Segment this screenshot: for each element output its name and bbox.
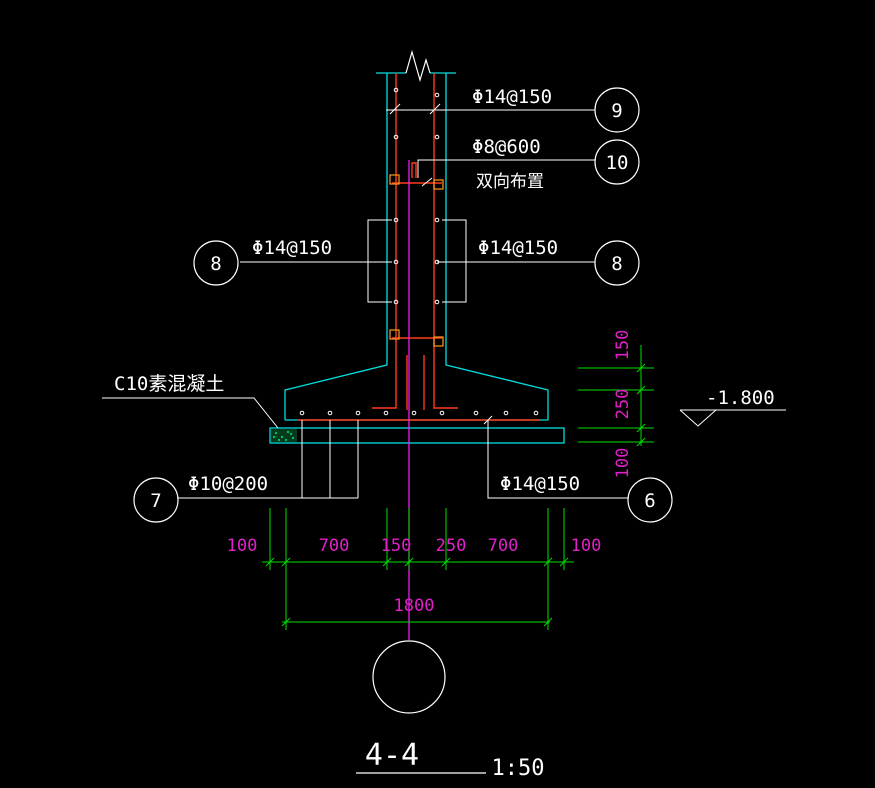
dim-v-250: 250 [613, 389, 633, 420]
section-scale: 1:50 [492, 756, 545, 781]
dim-h-250: 250 [436, 536, 467, 556]
wall-right-face [445, 73, 549, 420]
callout-7 [133, 477, 179, 523]
c10-cushion [269, 427, 565, 444]
dim-h-700-right: 700 [488, 536, 519, 556]
dim-h-total: 1800 [394, 596, 435, 616]
dim-v-150: 150 [613, 330, 633, 361]
section-marker-circle [372, 640, 446, 714]
rebar-label-tie: Φ8@600 [472, 136, 541, 158]
rebar-tie-note: 双向布置 [476, 172, 544, 192]
section-title: 4-4 [365, 738, 419, 773]
vertical-dimensions [578, 345, 654, 447]
callout-8-left-text: 8 [210, 253, 221, 275]
callout-6 [627, 477, 673, 523]
callout-10 [594, 139, 640, 185]
break-line [405, 49, 431, 83]
callout-9-text: 9 [611, 100, 622, 122]
dim-h-100-right: 100 [571, 536, 602, 556]
callout-8-left [193, 240, 239, 286]
tie-hooks [389, 174, 444, 347]
callout-8-right [594, 240, 640, 286]
side-reinforcement-boxes [367, 219, 467, 303]
dim-v-100: 100 [613, 448, 633, 479]
horizontal-dimensions [262, 508, 574, 630]
callout-8-right-text: 8 [611, 253, 622, 275]
rebar-label-right: Φ14@150 [478, 237, 558, 259]
elevation-label: -1.800 [706, 387, 775, 409]
dim-h-150: 150 [381, 536, 412, 556]
wall-left-face [284, 73, 388, 420]
rebar-label-left: Φ14@150 [252, 237, 332, 259]
leader-lines [102, 103, 786, 499]
rebar-label-bottom-left: Φ10@200 [188, 473, 268, 495]
callout-6-text: 6 [644, 490, 655, 512]
callouts [133, 87, 673, 714]
c10-hatch [271, 429, 297, 442]
rebar-tie-upper [411, 162, 417, 178]
rebar-dots [299, 87, 539, 416]
callout-7-text: 7 [150, 490, 161, 512]
dim-h-700-left: 700 [319, 536, 350, 556]
callout-9 [594, 87, 640, 133]
rebar-wall-left [372, 73, 397, 409]
callout-10-text: 10 [606, 152, 629, 174]
rebar-label-bottom-right: Φ14@150 [500, 473, 580, 495]
material-label: C10素混凝土 [114, 373, 224, 395]
dim-h-100-left: 100 [227, 536, 258, 556]
rebar-label-top: Φ14@150 [472, 86, 552, 108]
